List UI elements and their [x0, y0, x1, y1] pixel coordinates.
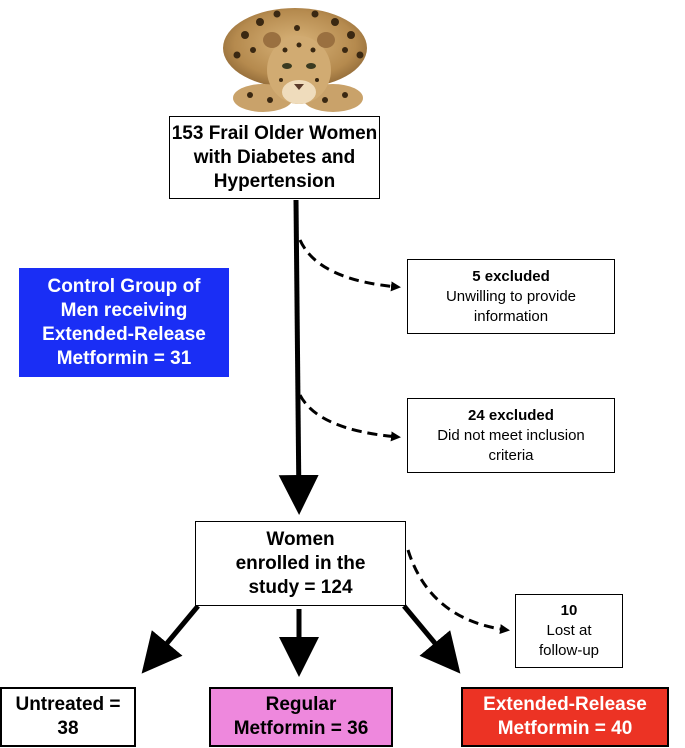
extended-group-box: Extended-Release Metformin = 40	[461, 687, 669, 747]
untreated-line-1: Untreated =	[15, 694, 121, 715]
control-line-1: Control Group of	[47, 275, 201, 297]
population-line-2: with Diabetes and	[193, 146, 356, 168]
regular-line-2: Metformin = 36	[233, 718, 369, 739]
enrolled-line-1: Women	[266, 528, 335, 550]
enrolled-box: Women enrolled in the study = 124	[195, 521, 406, 606]
arrow-to-extended	[402, 604, 461, 674]
lost-arrow	[406, 549, 510, 635]
control-group-box: Control Group of Men receiving Extended-…	[19, 268, 229, 377]
control-line-3: Extended-Release	[42, 323, 206, 345]
arrow-to-untreated	[141, 604, 200, 674]
extended-line-1: Extended-Release	[483, 694, 647, 715]
enrolled-line-2: enrolled in the	[235, 552, 366, 574]
exclusion-2-reason-2: criteria	[488, 446, 534, 464]
lost-followup-box: 10 Lost at follow-up	[515, 594, 623, 668]
population-line-1: 153 Frail Older Women	[171, 122, 378, 144]
lost-count: 10	[560, 602, 578, 619]
untreated-group-box: Untreated = 38	[0, 687, 136, 747]
exclusion-1-reason-2: information	[473, 307, 549, 325]
untreated-line-2: 38	[57, 718, 79, 739]
exclusion-2-arrow	[298, 394, 401, 442]
control-line-2: Men receiving	[60, 299, 188, 321]
exclusion-2-count: 24 excluded	[468, 406, 554, 424]
exclusion-1-count: 5 excluded	[472, 267, 550, 285]
regular-line-1: Regular	[265, 694, 337, 715]
extended-line-2: Metformin = 40	[497, 718, 633, 739]
exclusion-1-arrow	[298, 239, 401, 292]
main-flow-arrow	[278, 199, 319, 515]
leopard-icon	[223, 8, 367, 112]
population-line-3: Hypertension	[213, 170, 336, 192]
exclusion-2-box: 24 excluded Did not meet inclusion crite…	[407, 398, 615, 473]
exclusion-1-reason-1: Unwilling to provide	[445, 287, 577, 305]
control-line-4: Metformin = 31	[56, 347, 192, 369]
lost-reason-2: follow-up	[538, 642, 600, 659]
enrolled-line-3: study = 124	[248, 576, 353, 598]
population-box: 153 Frail Older Women with Diabetes and …	[169, 116, 380, 199]
exclusion-1-box: 5 excluded Unwilling to provide informat…	[407, 259, 615, 334]
regular-group-box: Regular Metformin = 36	[209, 687, 393, 747]
lost-reason-1: Lost at	[546, 622, 592, 639]
exclusion-2-reason-1: Did not meet inclusion	[437, 426, 585, 444]
